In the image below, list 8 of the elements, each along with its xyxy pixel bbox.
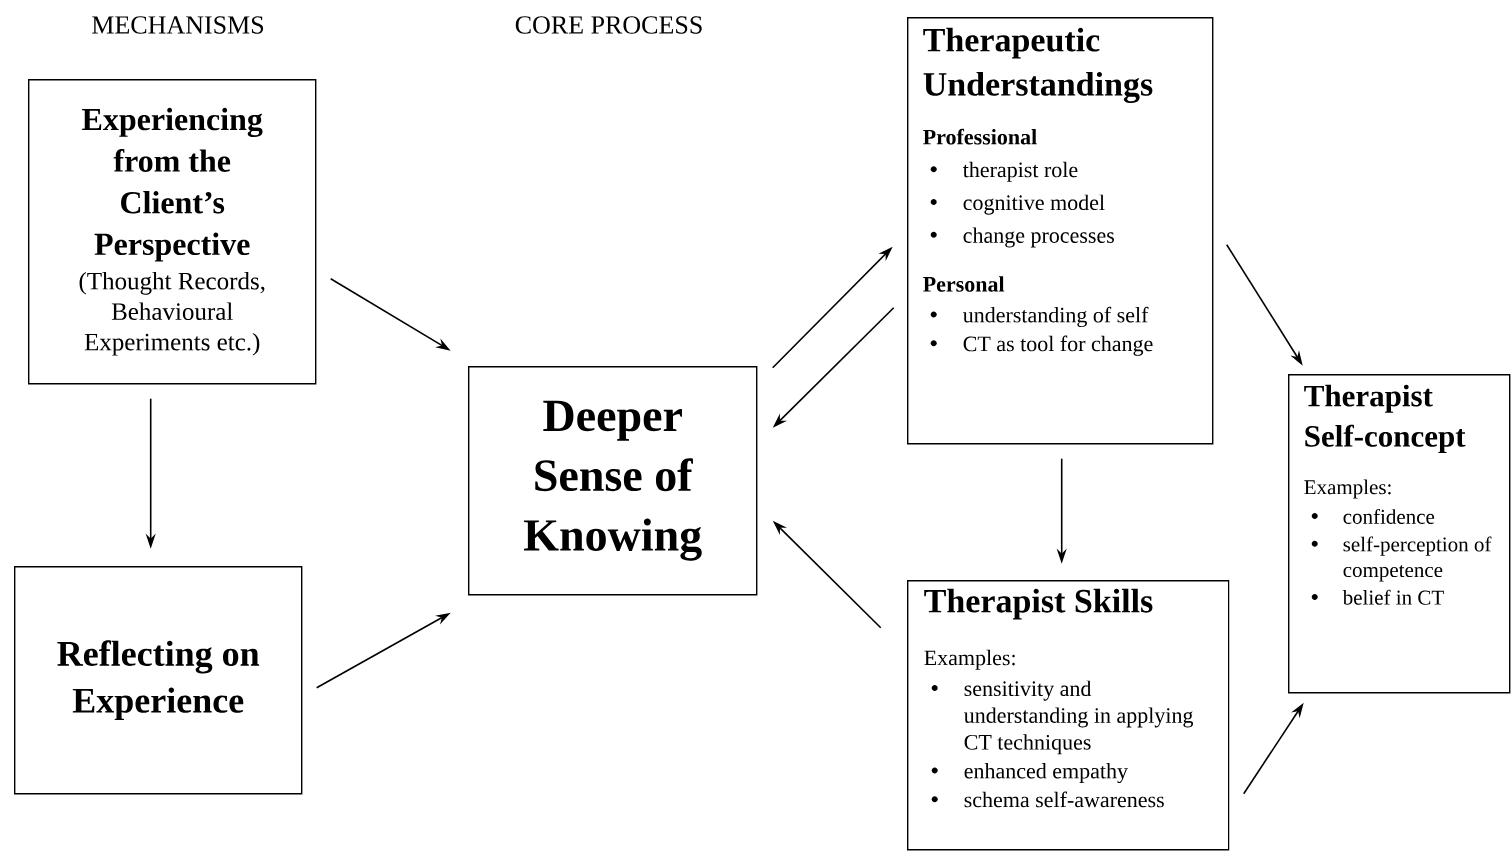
text-box: Therapist Skills Examples: sensitivity and understanding in applying CT techniques enhanced empathy schema self-awareness	[907, 580, 1230, 851]
column-heading: CORE PROCESS	[515, 16, 702, 34]
text-box: Reflecting on Experience	[14, 566, 303, 795]
text-box: Therapist Self-concept Examples: confidence self-perception of competence belief in CT	[1288, 374, 1511, 694]
text-box: Therapeutic Understandings Professional therapist role cognitive model change processes Personal understanding of self CT as tool for change	[907, 17, 1214, 445]
text-box: Experiencing from the Client’s Perspective (Thought Records, Behavioural Experiments etc.)	[28, 79, 317, 385]
text-box: Deeper Sense of Knowing	[468, 366, 758, 596]
column-heading: MECHANISMS	[92, 16, 264, 34]
